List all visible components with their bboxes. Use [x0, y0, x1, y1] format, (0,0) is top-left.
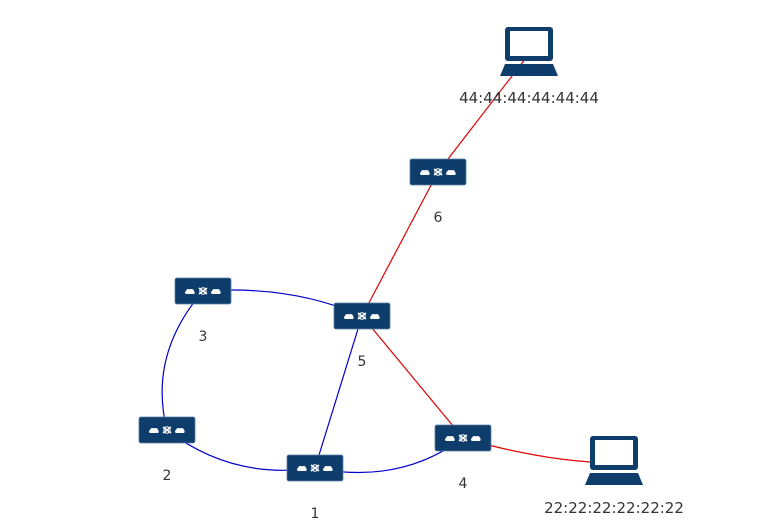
host-label: 44:44:44:44:44:44: [459, 89, 599, 107]
switch-label: 1: [311, 506, 320, 522]
cloud-glyph: [444, 435, 455, 441]
switch-label: 4: [459, 476, 468, 492]
switch-3[interactable]: 3: [174, 277, 232, 345]
host-h44[interactable]: 44:44:44:44:44:44: [459, 27, 599, 107]
switch-6[interactable]: 6: [409, 158, 467, 226]
crossing-arrows-icon: [198, 287, 208, 295]
link-s5-s6: [361, 171, 439, 317]
host-label: 22:22:22:22:22:22: [544, 499, 684, 517]
cloud-glyph: [322, 465, 333, 471]
cloud-glyph: [210, 288, 221, 294]
link-s4-s5: [361, 315, 464, 439]
cloud-glyph: [445, 169, 456, 175]
host-h22[interactable]: 22:22:22:22:22:22: [544, 436, 684, 517]
laptop-icon: [500, 27, 558, 76]
crossing-arrows-icon: [357, 312, 367, 320]
link-s1-s5: [314, 315, 363, 469]
cloud-glyph: [470, 435, 481, 441]
crossing-arrows-icon: [310, 464, 320, 472]
cloud-glyph: [174, 427, 185, 433]
switch-4[interactable]: 4: [434, 424, 492, 492]
switch-label: 3: [199, 329, 208, 345]
cloud-glyph: [296, 465, 307, 471]
nodes-layer: 1 2 3 4 5 6 44:44:44:44:44:44 22:22:22:22:22:22: [138, 27, 684, 522]
switch-label: 5: [358, 354, 367, 370]
switch-5[interactable]: 5: [333, 302, 391, 370]
links-layer: [161, 53, 615, 474]
cloud-glyph: [343, 313, 354, 319]
cloud-glyph: [419, 169, 430, 175]
cloud-glyph: [184, 288, 195, 294]
laptop-icon: [585, 436, 643, 485]
switch-1[interactable]: 1: [286, 454, 344, 522]
crossing-arrows-icon: [458, 434, 468, 442]
switch-label: 2: [163, 468, 172, 484]
cloud-glyph: [148, 427, 159, 433]
crossing-arrows-icon: [162, 426, 172, 434]
switch-2[interactable]: 2: [138, 416, 196, 484]
crossing-arrows-icon: [433, 168, 443, 176]
switch-label: 6: [434, 210, 443, 226]
link-s2-s3: [161, 290, 204, 431]
cloud-glyph: [369, 313, 380, 319]
